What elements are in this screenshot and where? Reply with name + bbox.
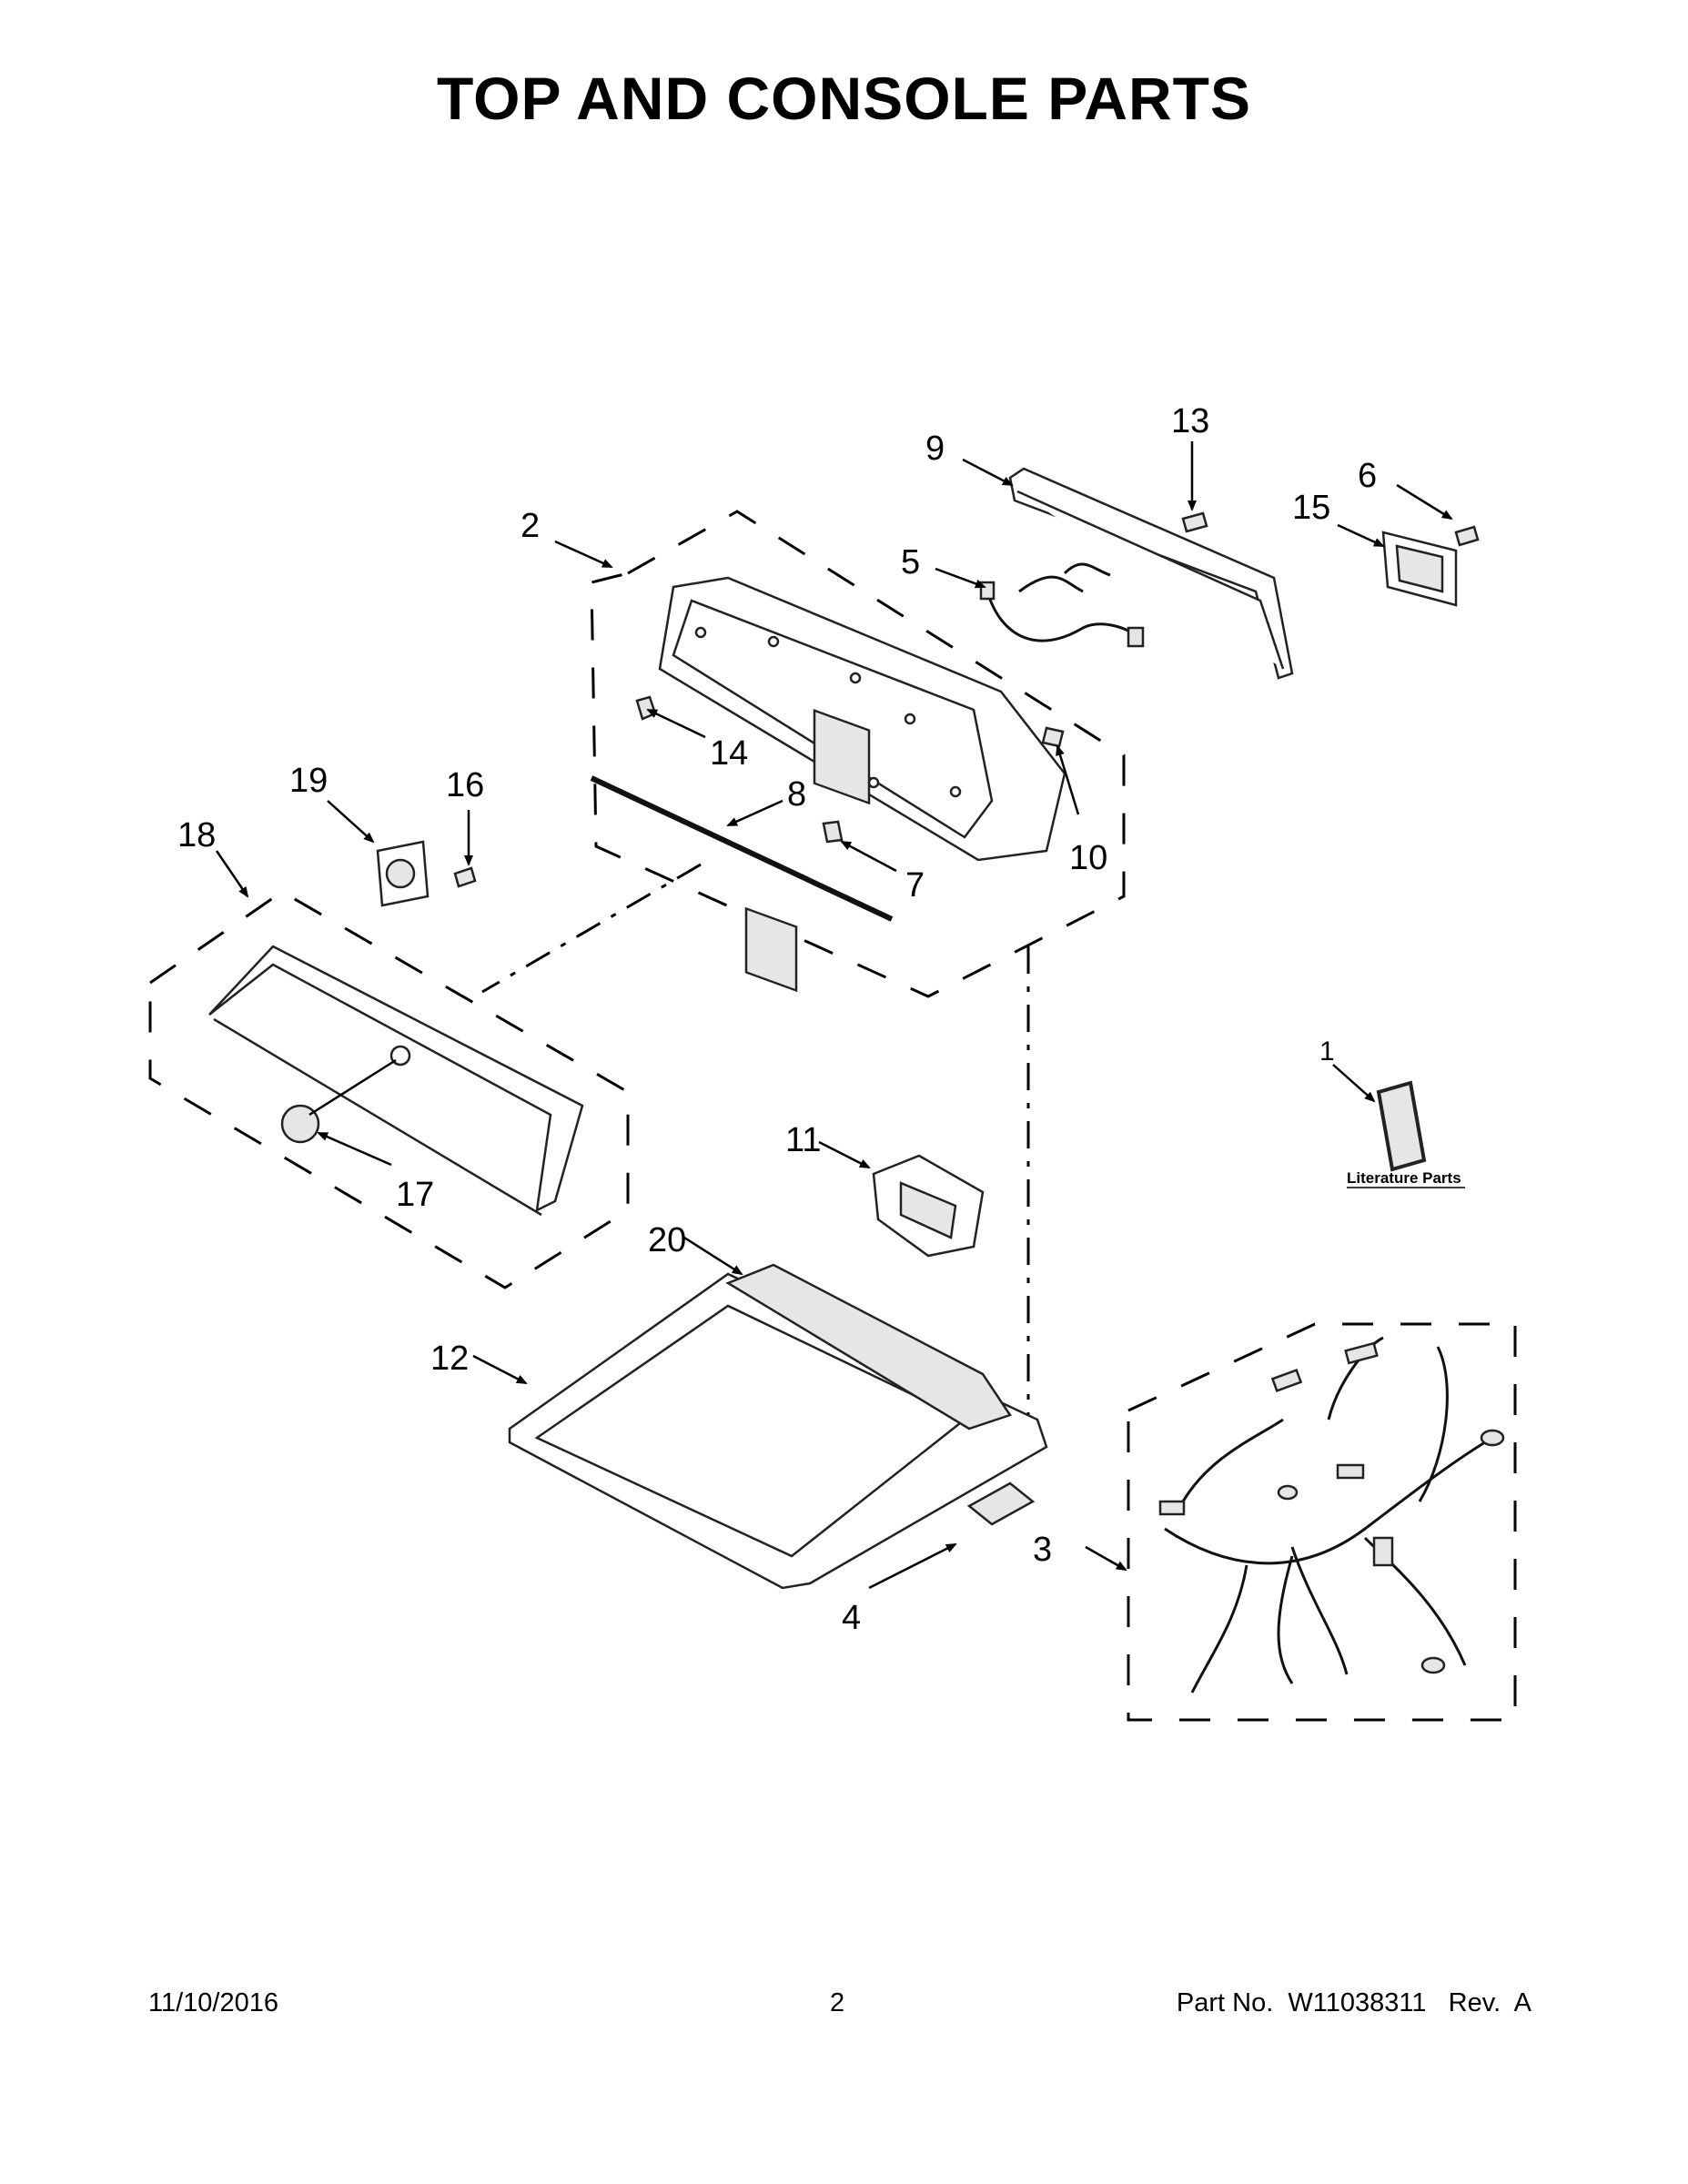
callout-19: 19 [289, 762, 328, 800]
callout-14: 14 [710, 734, 748, 773]
callout-3: 3 [1033, 1531, 1052, 1569]
wire-harness-5[interactable] [986, 562, 1139, 642]
page-title: TOP AND CONSOLE PARTS [437, 65, 1251, 132]
console-group-outline [481, 510, 1126, 1447]
callout-1: 1 [1319, 1036, 1335, 1067]
clip-14[interactable] [635, 695, 657, 721]
callout-17: 17 [396, 1176, 434, 1214]
screw-10[interactable] [1041, 726, 1065, 748]
console-panel[interactable] [658, 576, 1066, 993]
callout-5: 5 [901, 543, 920, 581]
callout-6: 6 [1358, 457, 1377, 495]
literature-parts-1[interactable] [1376, 1080, 1427, 1172]
leader-lines [215, 441, 1453, 1590]
callout-12: 12 [430, 1340, 469, 1378]
connector [979, 581, 996, 601]
footer-part-number: Part No. W11038311 Rev. A [1176, 1988, 1531, 2017]
footer-date: 11/10/2016 [148, 1988, 278, 2017]
screw-13[interactable] [1181, 511, 1208, 533]
callout-numbers: 2 9 13 6 15 5 14 8 7 10 19 16 18 17 11 2… [177, 402, 1377, 1637]
control-board-15[interactable] [1381, 531, 1458, 607]
screw-6[interactable] [1454, 525, 1480, 547]
top-cover-20[interactable] [725, 1263, 1012, 1431]
display-lens-18[interactable] [208, 945, 584, 1217]
clip-7[interactable] [822, 820, 844, 844]
label-4[interactable] [966, 1481, 1036, 1526]
callout-7: 7 [905, 866, 925, 905]
control-unit-11[interactable] [872, 1154, 985, 1258]
connector [1127, 626, 1145, 648]
callout-9: 9 [925, 430, 945, 468]
callout-18: 18 [177, 816, 216, 854]
top-panel-12[interactable] [508, 1272, 1048, 1590]
callout-8: 8 [787, 775, 806, 814]
wire-harness-group-outline [1127, 1322, 1517, 1722]
footer-page-number: 2 [830, 1988, 845, 2017]
callout-4: 4 [842, 1599, 861, 1637]
screw-16[interactable] [453, 866, 477, 888]
callout-20: 20 [648, 1221, 686, 1259]
callout-2: 2 [521, 507, 540, 545]
callout-16: 16 [446, 766, 484, 804]
literature-parts-label: Literature Parts [1347, 1169, 1461, 1187]
display-group-outline [148, 890, 630, 1289]
main-wire-harness-3[interactable] [1158, 1336, 1505, 1694]
callout-13: 13 [1171, 402, 1209, 440]
callout-15: 15 [1292, 489, 1330, 527]
callout-11: 11 [785, 1121, 821, 1159]
callout-10: 10 [1069, 839, 1107, 877]
module-19[interactable] [376, 840, 430, 907]
console-back-frame[interactable] [1008, 467, 1294, 680]
console-strip[interactable] [590, 775, 894, 922]
